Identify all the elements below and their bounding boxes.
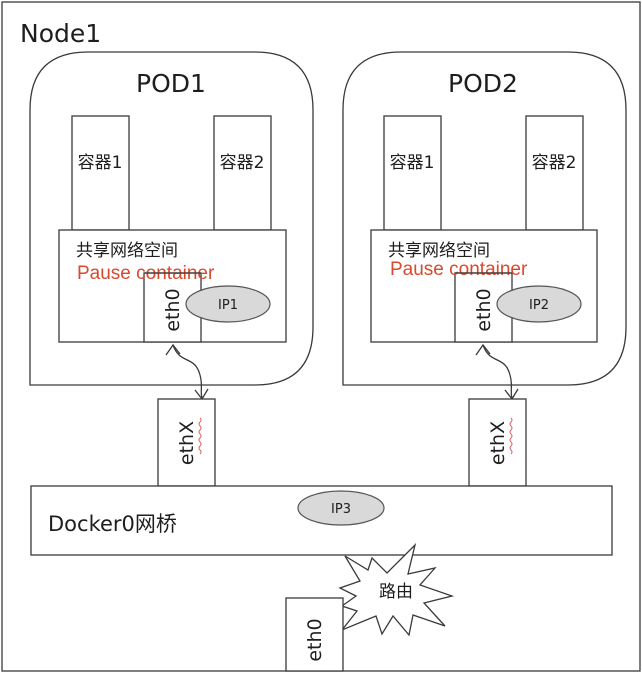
pod-1-ethx-label: ethX bbox=[176, 421, 198, 465]
pod-2-ip-ellipse bbox=[496, 285, 582, 323]
pod-1-ethx bbox=[157, 398, 216, 487]
node-label: Node1 bbox=[20, 19, 101, 48]
pod-2-pause-label: Pause container bbox=[390, 259, 528, 280]
pod-2-ethx-spellcheck bbox=[509, 417, 513, 455]
router-burst-icon bbox=[338, 542, 455, 637]
pod-1: POD1 容器1 容器2 共享网络空间 Pause container eth0… bbox=[29, 51, 314, 487]
bridge-ip-ellipse bbox=[297, 490, 385, 526]
pod-1-title: POD1 bbox=[136, 69, 206, 98]
host-eth0-label: eth0 bbox=[304, 618, 326, 661]
pod-2-container-1-label: 容器1 bbox=[390, 153, 435, 173]
pod-1-ip-ellipse bbox=[185, 285, 271, 323]
pod-2: POD2 容器1 容器2 共享网络空间 Pause container eth0… bbox=[342, 51, 627, 487]
pod-2-container-1 bbox=[383, 115, 442, 231]
pod-1-container-1 bbox=[71, 115, 130, 231]
pod-1-link-arrow bbox=[172, 344, 203, 399]
pod-2-ip-label: IP2 bbox=[529, 298, 549, 313]
pod-2-title: POD2 bbox=[448, 69, 518, 98]
pod-1-container-2-label: 容器2 bbox=[220, 153, 265, 173]
router-label: 路由 bbox=[379, 582, 413, 602]
pod-2-container-2 bbox=[525, 115, 584, 231]
router: 路由 bbox=[338, 542, 455, 637]
pod-2-ethx bbox=[468, 398, 527, 487]
docker0-bridge: Docker0网桥 IP3 bbox=[30, 485, 613, 556]
bridge-ip-label: IP3 bbox=[331, 502, 351, 517]
pod-1-container-2 bbox=[213, 115, 272, 231]
pod-2-ethx-label: ethX bbox=[487, 421, 509, 465]
pod-1-container-1-label: 容器1 bbox=[78, 153, 123, 173]
pod-1-eth0-label: eth0 bbox=[162, 288, 184, 331]
pod-2-shared-net-label: 共享网络空间 bbox=[388, 241, 490, 261]
pod-2-link-arrow bbox=[482, 344, 513, 399]
bridge-label: Docker0网桥 bbox=[48, 512, 177, 536]
pod-1-shared-net-label: 共享网络空间 bbox=[76, 241, 178, 261]
pod-1-ethx-spellcheck bbox=[198, 417, 202, 455]
host-eth0 bbox=[285, 597, 344, 672]
pod-2-eth0-label: eth0 bbox=[473, 288, 495, 331]
pod-2-container-2-label: 容器2 bbox=[532, 153, 577, 173]
pod-1-ip-label: IP1 bbox=[218, 298, 238, 313]
